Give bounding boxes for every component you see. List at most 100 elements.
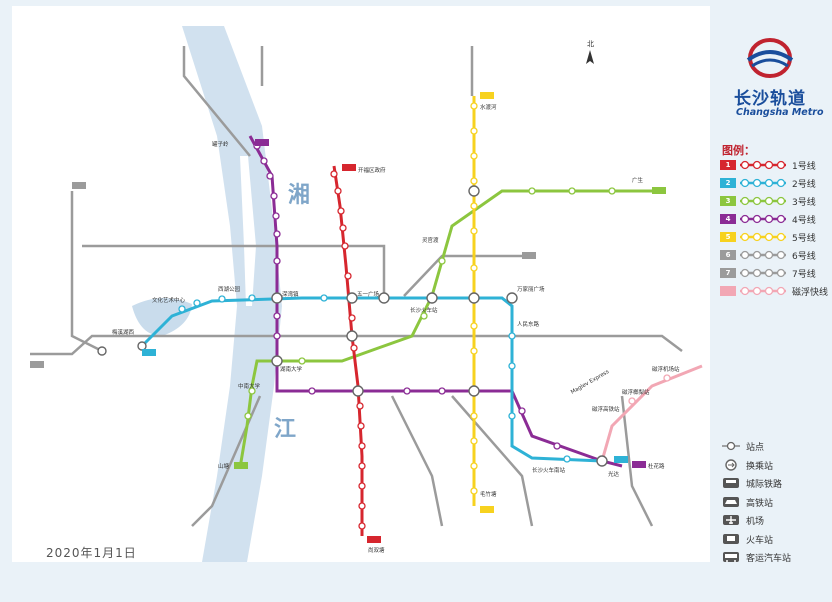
legend-symbol-label: 站点 [746, 443, 765, 453]
line-6-path [30, 334, 683, 356]
label-wuyi: 五一广场 [357, 290, 380, 298]
label-yingwanzhen: 溁湾镇 [282, 290, 299, 298]
metro-map[interactable]: 湘 江 [12, 6, 710, 562]
line-gray-sw [191, 395, 262, 527]
legend-line-badge: 7 [720, 268, 736, 278]
legend-line-item: 6 6号线 [720, 248, 832, 262]
legend-line-name: 4号线 [792, 216, 816, 226]
label-wanjiali: 万家丽广场 [517, 285, 545, 293]
legend-line-badge: 4 [720, 214, 736, 224]
legend-line-name: 1号线 [792, 162, 816, 172]
legend-line-item: 磁浮快线 [720, 284, 832, 298]
line-6-branch [70, 191, 103, 353]
legend-line-name: 5号线 [792, 234, 816, 244]
label-l1-north: 开福区政府 [358, 166, 386, 174]
railway-icon [720, 531, 742, 545]
metro-logo-icon [746, 38, 794, 78]
legend-line-swatch [740, 214, 786, 224]
line-gray-s [390, 395, 444, 527]
label-xihu: 西湖公园 [218, 285, 241, 293]
legend-symbol-item: 站点 [720, 438, 832, 454]
legend-line-item: 5 5号线 [720, 230, 832, 244]
intercity-icon [720, 475, 742, 489]
label-maglev-south: 磁浮高铁站 [592, 405, 620, 413]
legend-symbol-item: 机场 [720, 512, 832, 528]
legend-symbol-item: 火车站 [720, 531, 832, 547]
line-3-path [238, 189, 652, 469]
legend-line-name: 2号线 [792, 180, 816, 190]
legend-line-swatch [740, 196, 786, 206]
brand-name-cn: 长沙轨道 [734, 89, 806, 109]
legend-line-swatch [740, 160, 786, 170]
river-island [240, 156, 256, 306]
legend-symbol-item: 高铁站 [720, 494, 832, 510]
legend-line-swatch [740, 250, 786, 260]
river-name-bottom: 江 [274, 417, 296, 442]
label-south-station: 长沙火车南站 [532, 466, 566, 474]
legend-symbol-item: 客运汽车站 [720, 549, 832, 565]
terminal-badges [30, 92, 666, 543]
transfer-stations[interactable] [97, 185, 608, 467]
transfer-icon [720, 457, 742, 471]
station-icon [720, 438, 742, 452]
legend-symbol-item: 换乘站 [720, 457, 832, 473]
legend-line-name: 3号线 [792, 198, 816, 208]
label-l3-east: 广生 [632, 176, 644, 184]
label-l4-south: 杜花路 [648, 462, 665, 470]
bus-icon [720, 549, 742, 563]
river-name-top: 湘 [288, 183, 310, 208]
line-gray-upper [82, 244, 386, 296]
legend-line-badge: 5 [720, 232, 736, 242]
legend-symbol-item: 城际铁路 [720, 475, 832, 491]
label-wenhua: 文化艺术中心 [152, 296, 186, 304]
legend-line-item: 4 4号线 [720, 212, 832, 226]
line-2-path [140, 296, 603, 463]
airport-icon [720, 512, 742, 526]
station-dots[interactable] [178, 102, 671, 530]
legend-line-name: 6号线 [792, 252, 816, 262]
line-1-path [332, 165, 364, 536]
label-renmin: 人民东路 [517, 320, 540, 328]
legend-line-badge: 3 [720, 196, 736, 206]
highspeed-icon [720, 494, 742, 508]
legend-symbol-label: 机场 [746, 517, 765, 527]
legend-symbol-label: 城际铁路 [746, 480, 783, 490]
legend-line-swatch [740, 232, 786, 242]
map-date: 2020年1月1日 [46, 546, 137, 560]
legend-line-badge: 2 [720, 178, 736, 188]
label-l2-west: 梅溪湖西 [112, 328, 135, 336]
label-l4-north: 罐子岭 [212, 140, 229, 148]
legend-symbol-label: 火车站 [746, 535, 774, 546]
label-huda: 湖南大学 [280, 365, 303, 373]
line-gray-e [620, 395, 654, 527]
legend-line-name: 磁浮快线 [792, 288, 829, 298]
maglev-path [600, 364, 703, 462]
legend-line-badge [720, 286, 736, 296]
label-zhongnan: 中南大学 [238, 382, 261, 390]
label-maglev-airport: 磁浮机场站 [652, 365, 680, 373]
lake-meixi [132, 297, 192, 336]
label-l2-east: 光达 [608, 470, 620, 478]
label-l3-west: 山塘 [218, 462, 230, 470]
metro-map-panel: 湘 江 [12, 6, 710, 562]
legend-symbol-label: 客运汽车站 [746, 554, 792, 564]
legend-line-swatch [740, 268, 786, 278]
legend-symbol-label: 换乘站 [746, 461, 774, 472]
line-gray-nw [182, 46, 251, 157]
legend-line-swatch [740, 178, 786, 188]
brand-name-en: Changsha Metro [736, 107, 824, 118]
legend-line-item: 3 3号线 [720, 194, 832, 208]
legend-line-badge: 6 [720, 250, 736, 260]
svg-text:北: 北 [587, 40, 594, 48]
legend-symbol-label: 高铁站 [746, 498, 774, 509]
label-maglev-express: Maglev Express [570, 369, 610, 396]
label-l1-south: 尚双塘 [368, 546, 385, 554]
label-l5-north: 水渡河 [480, 103, 497, 111]
label-lingguandu: 灵官渡 [422, 236, 439, 244]
label-maglev-mid: 磁浮榔梨站 [622, 388, 650, 396]
legend-line-swatch [740, 286, 786, 296]
line-4-path [248, 135, 623, 468]
